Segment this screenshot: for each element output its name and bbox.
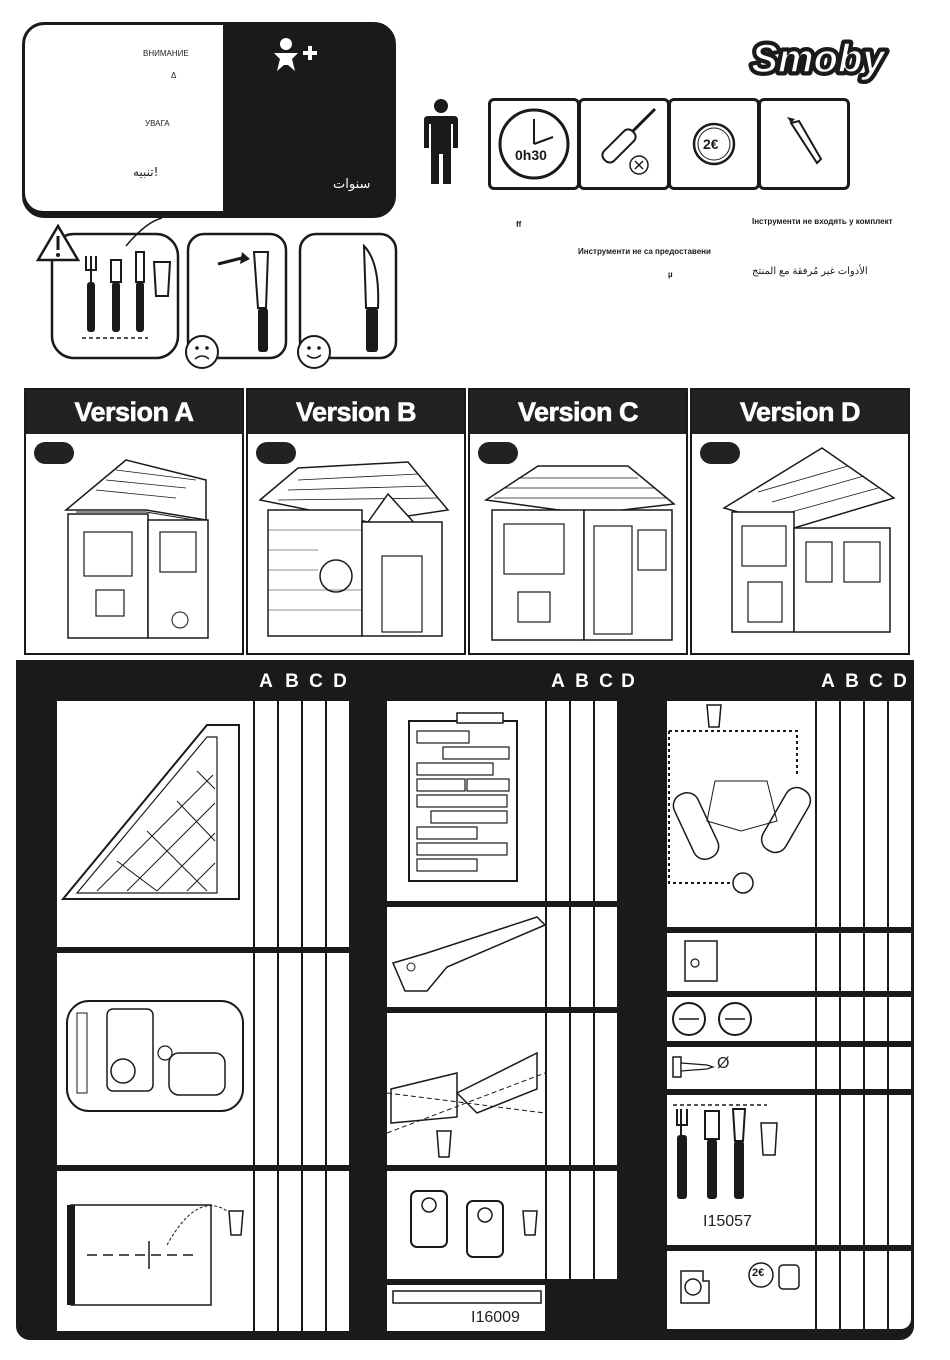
part-ref-i16009: I16009: [471, 1309, 520, 1327]
warning-bg: ВНИМАНИЕ: [143, 49, 189, 58]
version-card-c: Version C: [468, 388, 688, 655]
tools-note-ar: الأدوات غير مُرفقة مع المنتج: [752, 266, 868, 277]
panel2-row5-image: I16009: [387, 1285, 545, 1331]
panel3-row3-image: [667, 997, 815, 1041]
coin-tile: 2€: [668, 98, 760, 190]
panel1-row2-image: [57, 953, 253, 1165]
panel1-col-d: D: [329, 671, 351, 693]
cutter-tile: [758, 98, 850, 190]
panel2-row3-image: [387, 1013, 545, 1165]
warning-box: ВНИМАНИЕ Δ УВАГА تنبيه! سنوات: [22, 22, 396, 218]
hinge-clips-part: [387, 1171, 545, 1279]
tools-note-mu: µ: [668, 270, 673, 279]
door-panel-cut-part: [57, 1171, 253, 1331]
part-ref-i15057: I15057: [703, 1213, 752, 1231]
wall-panel-diagonal-part: [57, 701, 253, 947]
kitchen-counter-part: [57, 953, 253, 1165]
smoby-logo: Smoby Smoby: [736, 30, 900, 90]
time-tile: 0h30: [488, 98, 580, 190]
shelf-cut-part: [387, 1013, 545, 1165]
playhouse-a-illustration: [56, 450, 216, 646]
window-frame-part: [387, 907, 545, 1007]
panel1-row3-image: [57, 1171, 253, 1331]
warning-delta: Δ: [171, 71, 176, 80]
clock-icon: [491, 101, 577, 187]
screwdriver-tile: [578, 98, 670, 190]
tools-note-ff: ff: [516, 220, 521, 229]
cutter-knife-icon: [761, 101, 847, 187]
bottles-sprue-part: [667, 701, 815, 927]
version-b-title: Version B: [248, 390, 464, 434]
version-card-a: Version A: [24, 388, 244, 655]
panel3-row2-image: [667, 933, 815, 991]
tools-note-uk: Інструменти не входять у комплект: [752, 217, 893, 226]
coin-label: 2€: [703, 136, 719, 152]
warning-years: سنوات: [333, 177, 370, 192]
panel2-row4-image: [387, 1171, 545, 1279]
panel3-col-a: A: [817, 671, 839, 693]
happy-face-icon: [298, 336, 330, 368]
screwdriver-icon: [581, 101, 667, 187]
panel3-col-d: D: [889, 671, 911, 693]
panel3-row4-image: Ø: [667, 1047, 815, 1089]
panel2-col-a: A: [547, 671, 569, 693]
panel1-col-a: A: [255, 671, 277, 693]
panel3-col-c: C: [865, 671, 887, 693]
panel3-row1-image: [667, 701, 815, 927]
panel1-col-b: B: [281, 671, 303, 693]
playhouse-b-illustration: [258, 460, 458, 646]
cutlery-sprue-part: [667, 1095, 815, 1215]
panel3-col-b: B: [841, 671, 863, 693]
panel2-row1-image: [387, 701, 545, 901]
playhouse-d-illustration: [718, 442, 898, 642]
safety-icons-row: [36, 212, 406, 372]
panel2-row2-image: [387, 907, 545, 1007]
round-caps-part: [667, 997, 815, 1041]
screw-diameter: Ø: [717, 1055, 729, 1073]
playhouse-c-illustration: [478, 460, 682, 646]
warning-ar: تنبيه!: [133, 165, 158, 179]
parts-panel-3: A B C D: [636, 660, 914, 1340]
version-card-b: Version B: [246, 388, 466, 655]
version-c-title: Version C: [470, 390, 686, 434]
tools-note-bg: Инструменти не са предоставени: [578, 247, 711, 256]
panel1-col-c: C: [305, 671, 327, 693]
version-a-title: Version A: [26, 390, 242, 434]
warning-text-panel: ВНИМАНИЕ Δ УВАГА تنبيه!: [25, 25, 223, 211]
panel3-row6-image: 2€: [667, 1251, 815, 1329]
brick-wall-part: [387, 701, 545, 901]
panel3-row5-image: I15057: [667, 1095, 815, 1245]
version-d-title: Version D: [692, 390, 908, 434]
rail-bar-part: [387, 1285, 545, 1309]
parts-panel-2: A B C D: [352, 660, 640, 1340]
adult-person-icon: [422, 98, 460, 186]
panel2-col-c: C: [595, 671, 617, 693]
age-child-icon: [271, 37, 319, 73]
plugs-part: [667, 1251, 815, 1329]
panel2-col-b: B: [571, 671, 593, 693]
bracket-clip-part: [667, 933, 815, 991]
time-label: 0h30: [513, 147, 549, 163]
panel1-row1-image: [57, 701, 253, 947]
parts-panel-1: A B C D: [16, 660, 356, 1340]
plug-coin-label: 2€: [752, 1267, 764, 1279]
logo-text: Smoby: [751, 37, 886, 81]
sad-face-icon: [186, 336, 218, 368]
version-card-d: Version D: [690, 388, 910, 655]
warning-uk: УВАГА: [145, 119, 170, 128]
